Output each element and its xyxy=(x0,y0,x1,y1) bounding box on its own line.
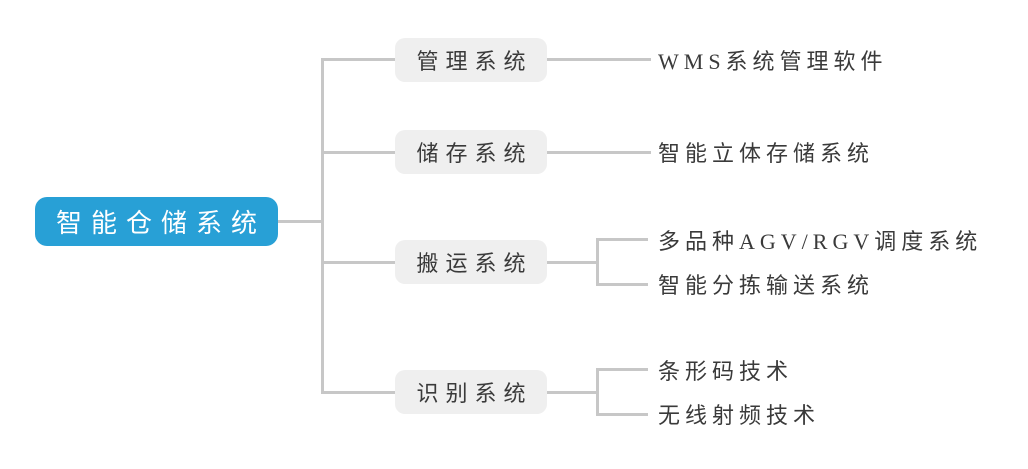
branch-node-label: 储存系统 xyxy=(416,141,533,166)
connector-root-to-trunk xyxy=(274,220,323,223)
root-node-smart-warehouse: 智能仓储系统 xyxy=(35,197,278,246)
connector-handling-to-leaf-2 xyxy=(596,283,648,286)
leaf-stereoscopic-storage: 智能立体存储系统 xyxy=(658,141,875,166)
connector-identification-stem xyxy=(547,391,598,394)
connector-trunk-vertical xyxy=(321,58,324,394)
root-node-label: 智能仓储系统 xyxy=(55,209,266,238)
branch-node-management: 管理系统 xyxy=(395,38,547,82)
connector-trunk-to-management xyxy=(321,58,397,61)
branch-node-label: 管理系统 xyxy=(416,49,533,74)
branch-node-storage: 储存系统 xyxy=(395,130,547,174)
connector-trunk-to-handling xyxy=(321,261,397,264)
branch-node-label: 搬运系统 xyxy=(416,251,533,276)
connector-identification-to-leaf-2 xyxy=(596,413,648,416)
connector-handling-bracket xyxy=(596,238,599,286)
branch-node-label: 识别系统 xyxy=(416,381,533,406)
leaf-agv-rgv-dispatch: 多品种AGV/RGV调度系统 xyxy=(658,229,983,254)
connector-identification-bracket xyxy=(596,368,599,416)
connector-trunk-to-identification xyxy=(321,391,397,394)
leaf-rfid-tech: 无线射频技术 xyxy=(658,403,821,428)
connector-trunk-to-storage xyxy=(321,151,397,154)
connector-handling-to-leaf-1 xyxy=(596,238,648,241)
connector-handling-stem xyxy=(547,261,598,264)
connector-management-to-leaf xyxy=(547,58,651,61)
connector-storage-to-leaf xyxy=(547,151,651,154)
branch-node-handling: 搬运系统 xyxy=(395,240,547,284)
connector-identification-to-leaf-1 xyxy=(596,368,648,371)
leaf-wms-software: WMS系统管理软件 xyxy=(658,49,888,74)
branch-node-identification: 识别系统 xyxy=(395,370,547,414)
leaf-barcode-tech: 条形码技术 xyxy=(658,359,794,384)
leaf-sorting-conveying: 智能分拣输送系统 xyxy=(658,273,875,298)
